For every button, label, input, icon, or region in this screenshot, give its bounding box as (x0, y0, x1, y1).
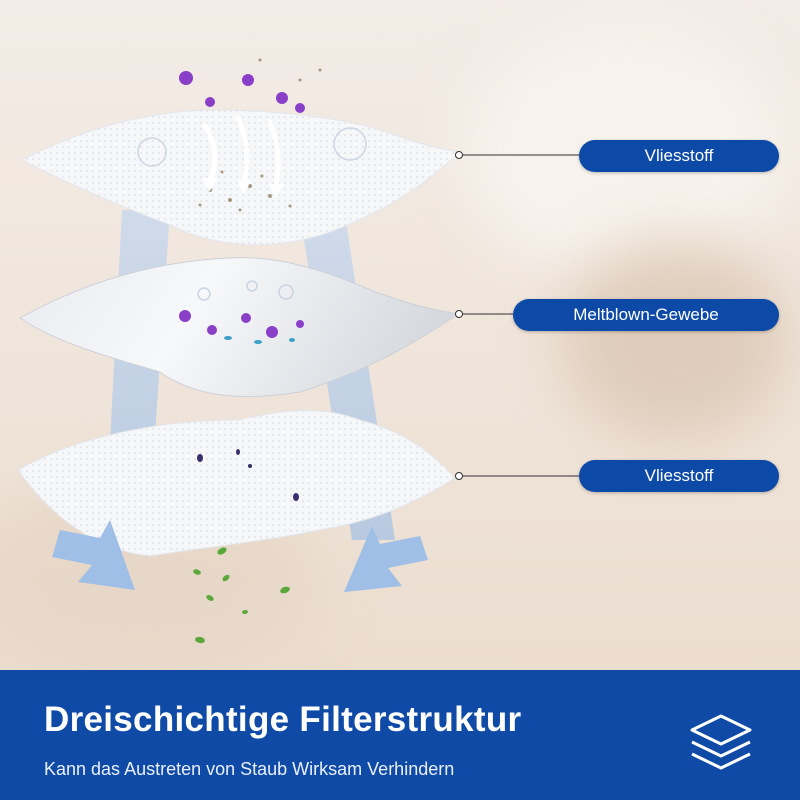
water-droplets-middle (197, 280, 294, 301)
viruses-incoming (179, 71, 305, 113)
layer-middle (19, 257, 460, 398)
trapped-particles-middle (224, 336, 295, 344)
clean-air-leaves (193, 547, 290, 644)
layer-label-top: Vliesstoff (579, 140, 779, 172)
footer-subtitle: Kann das Austreten von Staub Wirksam Ver… (44, 759, 455, 779)
few-dust-particles (197, 449, 299, 501)
filter-layers-illustration (17, 58, 579, 644)
water-droplets-top (137, 127, 367, 167)
layers-stack-icon (690, 714, 752, 770)
layer-label-bottom: Vliesstoff (579, 460, 779, 492)
trapped-viruses-middle (179, 310, 304, 338)
footer-title: Dreischichtige Filterstruktur (44, 700, 522, 739)
background-furniture (560, 240, 790, 440)
layer-top (20, 58, 462, 246)
airflow-curved-arrows (202, 115, 281, 189)
label-leader-lines (459, 154, 579, 477)
arrow-down-icon (52, 520, 428, 592)
label-leader-dots (455, 151, 463, 480)
layer-label-middle: Meltblown-Gewebe (513, 299, 779, 331)
layer-bottom (17, 410, 456, 557)
footer-band (0, 670, 800, 800)
